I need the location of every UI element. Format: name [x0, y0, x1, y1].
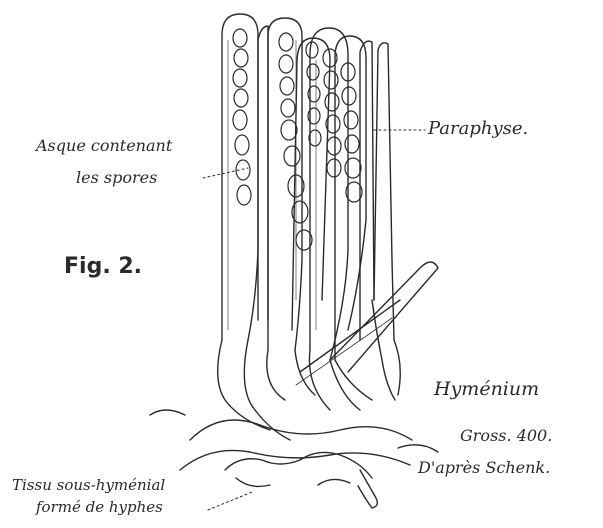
ascus-leader [203, 168, 248, 178]
magnification-label: Gross. 400. [460, 426, 552, 445]
source-label: D'après Schenk. [418, 458, 550, 477]
paraphysis-label: Paraphyse. [428, 118, 528, 139]
ascus-5 [335, 36, 366, 360]
ascus-1 [222, 14, 258, 340]
paraphysis-3 [374, 43, 394, 340]
ascus-label-line1: Asque contenant [36, 136, 172, 155]
subhymenial-leader [208, 492, 252, 510]
figure-number: Fig. 2. [64, 254, 142, 279]
ascus-label-line2: les spores [76, 168, 157, 187]
hyphae-strands [150, 262, 438, 508]
hymenium-label: Hyménium [434, 378, 539, 400]
paraphysis-2 [360, 41, 382, 360]
paraphysis-1 [258, 26, 268, 320]
subhymenial-label-line2: formé de hyphes [36, 498, 163, 516]
subhymenial-label-line1: Tissu sous-hyménial [12, 476, 165, 494]
